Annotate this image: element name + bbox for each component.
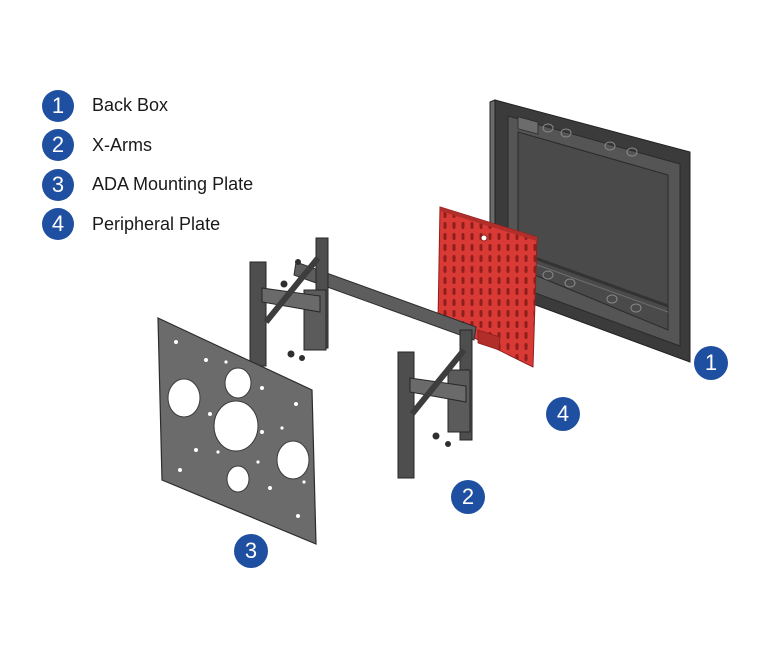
callout-peripheral-plate: 4 [546,397,580,431]
number-badge: 1 [42,89,74,122]
legend-label: X-Arms [92,134,152,155]
number-badge: 3 [42,168,74,201]
callout-ada-plate: 3 [234,534,268,568]
number-badge: 1 [694,346,728,380]
number-badge: 2 [451,480,485,514]
number-badge: 4 [546,397,580,431]
legend-item-back-box: 1 Back Box [42,86,253,126]
legend-label: Back Box [92,95,169,116]
number-badge: 3 [234,534,268,568]
legend-item-peripheral-plate: 4 Peripheral Plate [42,205,253,245]
x-arms [249,237,477,479]
ada-mounting-plate [157,317,317,545]
number-badge: 4 [42,208,74,241]
legend-item-x-arms: 2 X-Arms [42,126,253,166]
back-box [489,99,691,363]
callout-back-box: 1 [694,346,728,380]
legend-label: ADA Mounting Plate [92,174,254,195]
legend-item-ada-plate: 3 ADA Mounting Plate [42,165,253,205]
legend-label: Peripheral Plate [92,213,221,234]
callout-x-arms: 2 [451,480,485,514]
legend: 1 Back Box 2 X-Arms 3 ADA Mounting Plate… [42,86,253,244]
number-badge: 2 [42,129,74,162]
